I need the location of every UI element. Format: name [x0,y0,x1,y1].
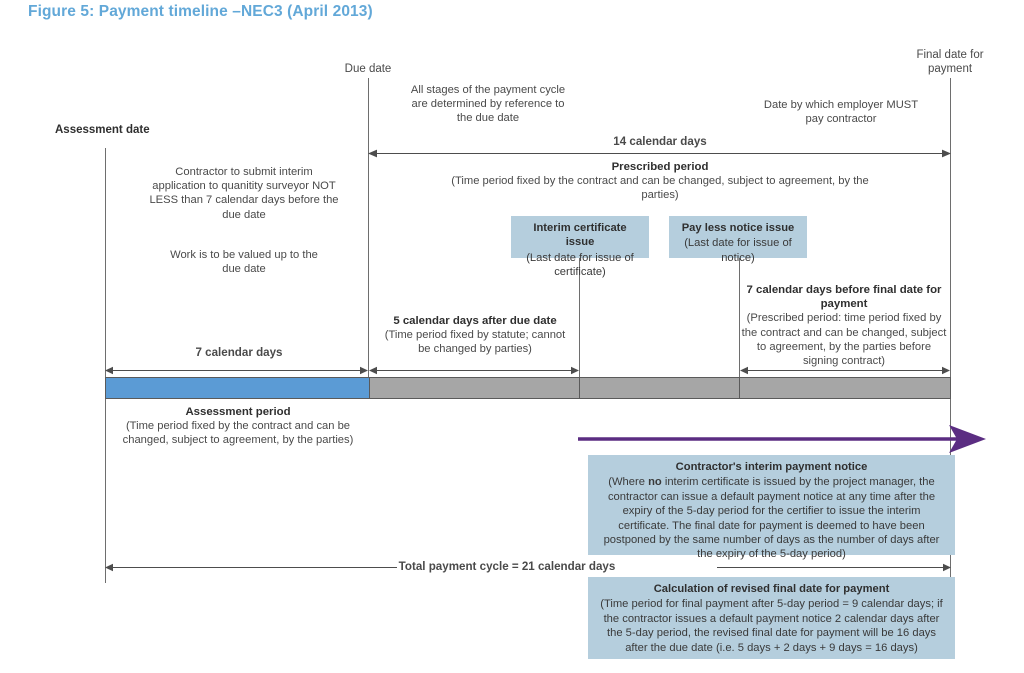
interim-payment-notice-body-bold: no [648,476,662,489]
measure-arrow-7-calendar-days-before-final [740,366,950,375]
measure-arrow-14-calendar-days [368,149,951,158]
interim-payment-notice-body-part2: interim certificate is issued by the pro… [603,476,940,561]
revised-final-date-heading: Calculation of revised final date for pa… [653,583,890,595]
event-box-pay-less-notice-issue: Pay less notice issue (Last date for iss… [669,216,807,264]
milestone-line-due-date [368,78,369,383]
measure-label-14-calendar-days: 14 calendar days [613,135,707,148]
seven-calendar-days-before-final-block: 7 calendar days before final date for pa… [740,283,948,368]
five-calendar-days-body: (Time period fixed by statute; cannot be… [384,329,566,356]
seven-calendar-days-before-final-heading: 7 calendar days before final date for pa… [746,284,942,311]
prescribed-period-heading: Prescribed period [611,161,709,173]
assessment-period-block: Assessment period (Time period fixed by … [102,405,374,448]
bar-segment-interim-to-payless [579,378,740,398]
measure-label-total-payment-cycle: Total payment cycle = 21 calendar days [397,560,617,575]
interim-certificate-heading: Interim certificate issue [533,222,627,249]
pay-less-notice-heading: Pay less notice issue [681,222,795,234]
assessment-period-heading: Assessment period [185,406,291,418]
measure-label-7-calendar-days: 7 calendar days [195,346,283,359]
revised-final-date-body: (Time period for final payment after 5-d… [600,598,943,654]
note-work-valued: Work is to be valued up to the due date [170,249,318,276]
note-all-stages: All stages of the payment cycle are dete… [410,84,566,125]
prescribed-period-body: (Time period fixed by the contract and c… [451,175,869,202]
milestone-line-assessment-date [105,148,106,583]
milestone-line-interim-certificate [579,256,580,383]
milestone-line-final-date-for-payment [950,78,951,583]
five-calendar-days-block: 5 calendar days after due date (Time per… [381,314,569,357]
label-final-date-for-payment: Final date for payment [916,49,984,75]
contractor-notice-arrow [578,424,988,454]
pay-less-notice-body: (Last date for issue of notice) [684,237,792,264]
bar-segment-seven-days [739,378,950,398]
seven-calendar-days-before-final-body: (Prescribed period: time period fixed by… [741,312,947,368]
label-assessment-date: Assessment date [55,124,150,136]
bar-segment-assessment-period [106,378,369,398]
milestone-line-pay-less-notice [739,256,740,383]
prescribed-period-block: Prescribed period (Time period fixed by … [432,160,888,203]
assessment-period-body: (Time period fixed by the contract and c… [122,420,354,447]
measure-arrow-5-calendar-days [369,366,579,375]
timeline-bar [105,377,951,399]
note-contractor-submit: Contractor to submit interim application… [149,166,339,221]
interim-certificate-body: (Last date for issue of certificate) [526,251,634,279]
event-box-interim-certificate-issue: Interim certificate issue (Last date for… [511,216,649,278]
interim-payment-notice-box: Contractor's interim payment notice (Whe… [588,455,955,560]
label-due-date: Due date [344,63,392,75]
note-employer-must-pay: Date by which employer MUST pay contract… [763,99,919,126]
revised-final-date-box: Calculation of revised final date for pa… [588,577,955,659]
five-calendar-days-heading: 5 calendar days after due date [393,315,557,327]
page-title: Figure 5: Payment timeline –NEC3 (April … [28,3,373,20]
interim-payment-notice-heading: Contractor's interim payment notice [675,461,868,473]
interim-payment-notice-body-part1: (Where [608,476,649,489]
bar-segment-five-days [368,378,580,398]
measure-arrow-7-calendar-days [105,366,368,375]
